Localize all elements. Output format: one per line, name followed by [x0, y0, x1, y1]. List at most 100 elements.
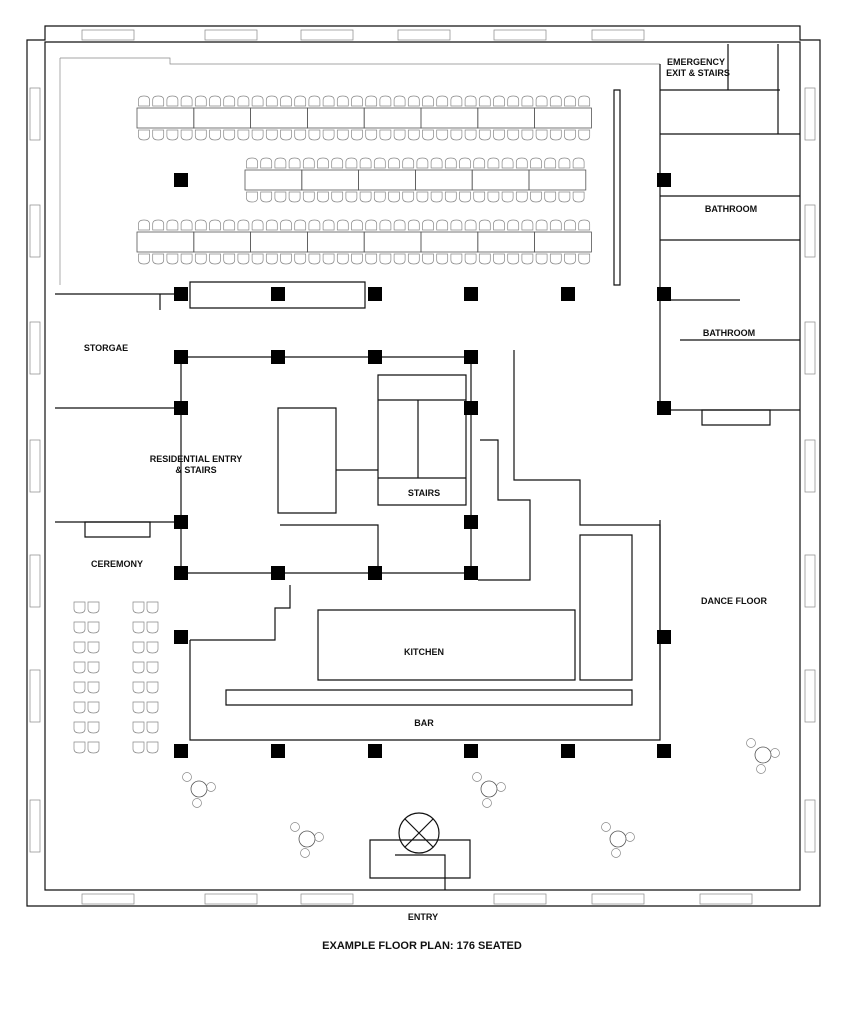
- column: [368, 287, 382, 301]
- bathroom-upper-label: BATHROOM: [705, 204, 757, 214]
- chair: [558, 191, 571, 203]
- column: [271, 287, 285, 301]
- chair: [564, 253, 576, 265]
- chair: [450, 95, 463, 107]
- chair: [373, 157, 386, 169]
- chair: [521, 219, 534, 231]
- chair: [422, 129, 434, 141]
- window: [591, 29, 645, 41]
- cocktail-stool: [290, 822, 300, 832]
- chair: [223, 95, 236, 107]
- ceremony-chair: [73, 741, 86, 754]
- chair: [166, 253, 179, 265]
- chair: [436, 253, 449, 265]
- chair: [365, 253, 378, 265]
- window: [29, 87, 41, 141]
- chair: [351, 219, 363, 231]
- chair: [407, 219, 420, 231]
- chair: [507, 129, 520, 141]
- window: [300, 29, 354, 41]
- cocktail-stool: [300, 848, 310, 858]
- chair: [237, 253, 250, 265]
- column: [368, 744, 382, 758]
- chair: [336, 219, 349, 231]
- chair: [265, 95, 278, 107]
- window: [29, 439, 41, 493]
- chair: [416, 191, 429, 203]
- chair: [265, 253, 278, 265]
- chair: [493, 219, 505, 231]
- chair: [274, 157, 287, 169]
- chair: [359, 191, 372, 203]
- ceremony-chair: [87, 701, 100, 714]
- chair: [564, 95, 576, 107]
- window: [397, 29, 451, 41]
- chair: [464, 95, 477, 107]
- ceremony-chair: [146, 621, 159, 634]
- chair: [478, 219, 491, 231]
- chair: [578, 253, 591, 265]
- chair: [237, 129, 250, 141]
- kitchen-label: KITCHEN: [404, 647, 444, 657]
- window: [804, 554, 816, 608]
- cocktail-stool: [756, 764, 766, 774]
- chair: [373, 191, 386, 203]
- column: [464, 566, 478, 580]
- chair: [444, 157, 457, 169]
- window: [204, 29, 258, 41]
- chair: [152, 253, 165, 265]
- storage-label: STORGAE: [84, 343, 128, 353]
- revolving-door: [369, 812, 471, 890]
- chair: [294, 129, 307, 141]
- window: [804, 439, 816, 493]
- ceremony-chair: [146, 661, 159, 674]
- chair: [478, 129, 491, 141]
- chair: [464, 253, 477, 265]
- chair: [237, 219, 250, 231]
- ceremony-chair: [132, 641, 145, 654]
- cocktail-table: [480, 780, 498, 798]
- chair: [507, 95, 520, 107]
- chair: [578, 219, 591, 231]
- chair: [260, 191, 273, 203]
- chair: [308, 253, 321, 265]
- cocktail-table: [754, 746, 772, 764]
- chair: [459, 191, 471, 203]
- chair: [280, 219, 292, 231]
- column: [657, 630, 671, 644]
- chair: [237, 95, 250, 107]
- window: [81, 29, 135, 41]
- banquet-table: [534, 231, 592, 253]
- chair: [379, 95, 392, 107]
- chair: [308, 95, 321, 107]
- chair: [260, 157, 273, 169]
- interior-walls: [55, 44, 800, 741]
- banquet-table: [363, 107, 422, 129]
- chair: [265, 129, 278, 141]
- ceremony-chair: [132, 661, 145, 674]
- building-outline: [26, 25, 821, 907]
- chair: [251, 219, 264, 231]
- banquet-table: [193, 107, 252, 129]
- chair: [194, 253, 207, 265]
- banquet-table: [250, 231, 308, 253]
- chair: [507, 219, 520, 231]
- chair: [450, 219, 463, 231]
- chair: [487, 191, 500, 203]
- banquet-table: [471, 169, 530, 191]
- banquet-table: [414, 169, 473, 191]
- chair: [459, 157, 471, 169]
- structural-columns: [174, 173, 671, 758]
- chair: [194, 129, 207, 141]
- chair: [280, 95, 292, 107]
- chair: [180, 95, 193, 107]
- ceremony-chair: [73, 621, 86, 634]
- chair: [430, 191, 443, 203]
- chair: [209, 129, 221, 141]
- window: [804, 87, 816, 141]
- chair: [393, 95, 406, 107]
- chair: [345, 191, 358, 203]
- chair: [138, 95, 150, 107]
- window: [804, 669, 816, 723]
- window: [29, 321, 41, 375]
